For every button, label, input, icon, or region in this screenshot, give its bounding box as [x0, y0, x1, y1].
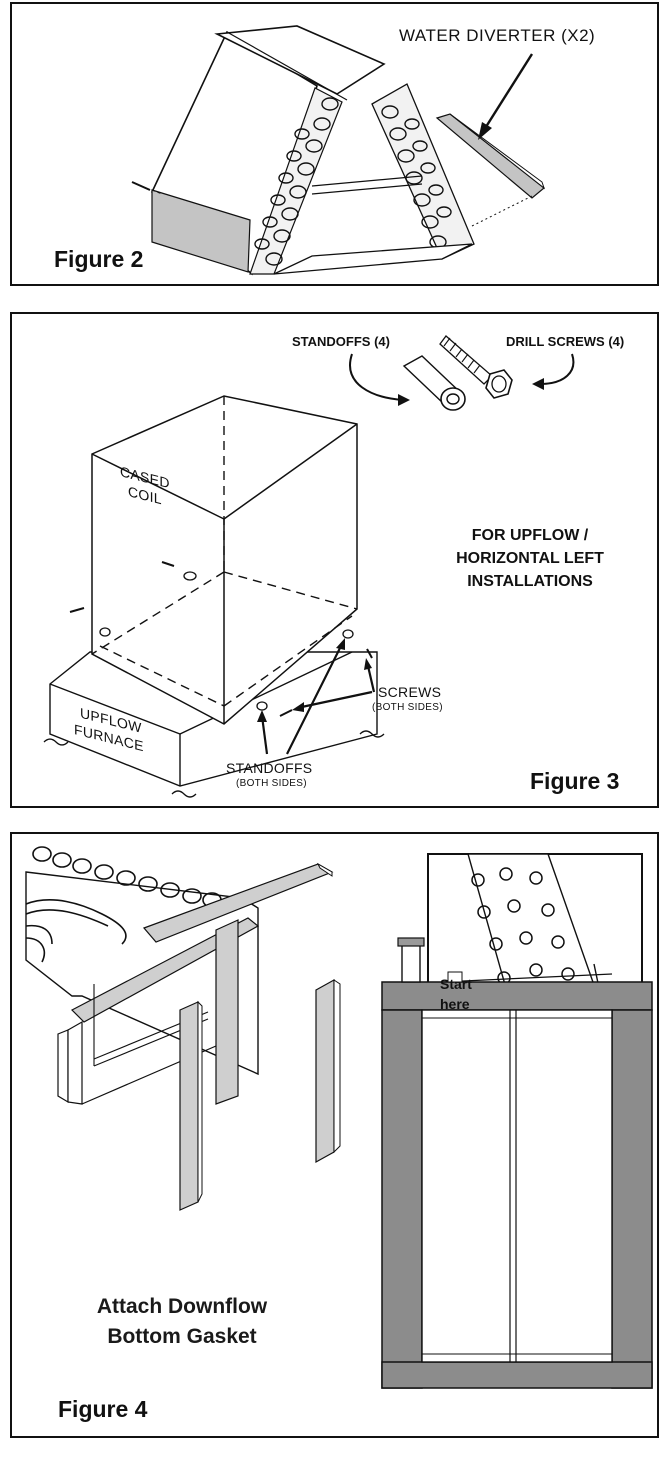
callout-arrow — [482, 53, 534, 131]
installation-note-line-3: INSTALLATIONS — [467, 573, 593, 590]
standoff-arrow — [349, 353, 405, 401]
screw-left — [131, 181, 151, 191]
figure-3-panel: STANDOFFS (4) DRILL SCREWS (4) FOR UPFLO… — [10, 312, 659, 808]
figure-4-panel: Start here Attach Downflow Bottom Gasket… — [10, 832, 659, 1438]
water-diverter-detached — [435, 113, 545, 199]
figure-2-panel: WATER DIVERTER (X2) Figure 2 — [10, 2, 659, 286]
downflow-gasket-title-line-2: Bottom Gasket — [107, 1325, 257, 1348]
hidden-edges — [91, 396, 358, 707]
downflow-gasket-title-line-1: Attach Downflow — [96, 1295, 268, 1318]
frame-top-gasket — [70, 917, 260, 1023]
frame-side-gasket — [215, 919, 239, 1105]
standoff-part — [402, 355, 466, 411]
standoffs-label: STANDOFFS (4) — [292, 334, 390, 349]
start-here-line-2: here — [440, 996, 470, 1012]
figure-2-drawing — [131, 25, 546, 276]
a-coil-left-tubes — [249, 87, 343, 275]
drill-screws-label: DRILL SCREWS (4) — [506, 334, 625, 349]
drill-screw-part — [439, 335, 513, 399]
assembled-frame — [381, 937, 653, 1389]
figure-4-caption: Figure 4 — [58, 1396, 148, 1422]
start-here-label: Start here — [440, 974, 472, 1014]
water-diverter-callout: WATER DIVERTER (X2) — [399, 26, 596, 45]
downflow-gasket-title: Attach Downflow Bottom Gasket — [62, 1292, 302, 1352]
drill-screw-arrow — [539, 353, 575, 385]
installation-note-line-2: HORIZONTAL LEFT — [456, 550, 604, 567]
gasket-strip-right — [315, 978, 335, 1164]
a-coil-top-cap — [214, 25, 386, 95]
coil-tube-loops-right — [381, 105, 452, 249]
coil-tubes — [25, 846, 222, 963]
screws-label: SCREWS — [378, 684, 442, 700]
water-diverter-installed — [151, 189, 251, 273]
installation-note: FOR UPFLOW / HORIZONTAL LEFT INSTALLATIO… — [420, 524, 640, 593]
start-here-line-1: Start — [440, 976, 472, 992]
standoffs-side-sub-label: (BOTH SIDES) — [236, 778, 307, 789]
figure-4-drawing — [25, 846, 653, 1389]
mounted-screws — [69, 561, 373, 717]
figure-3-drawing — [43, 335, 575, 798]
callout-arrows — [260, 643, 376, 755]
figure-2-caption: Figure 2 — [54, 246, 144, 272]
a-coil-bottom-frame — [273, 243, 473, 275]
standoffs-side-label: STANDOFFS — [226, 760, 313, 776]
figure-3-caption: Figure 3 — [530, 768, 620, 794]
arrow-heads — [257, 638, 372, 722]
gasket-strip-left — [179, 1001, 199, 1211]
installation-note-line-1: FOR UPFLOW / — [471, 527, 589, 544]
coil-tube-loops-left — [254, 97, 339, 266]
screws-sub-label: (BOTH SIDES) — [372, 702, 443, 713]
